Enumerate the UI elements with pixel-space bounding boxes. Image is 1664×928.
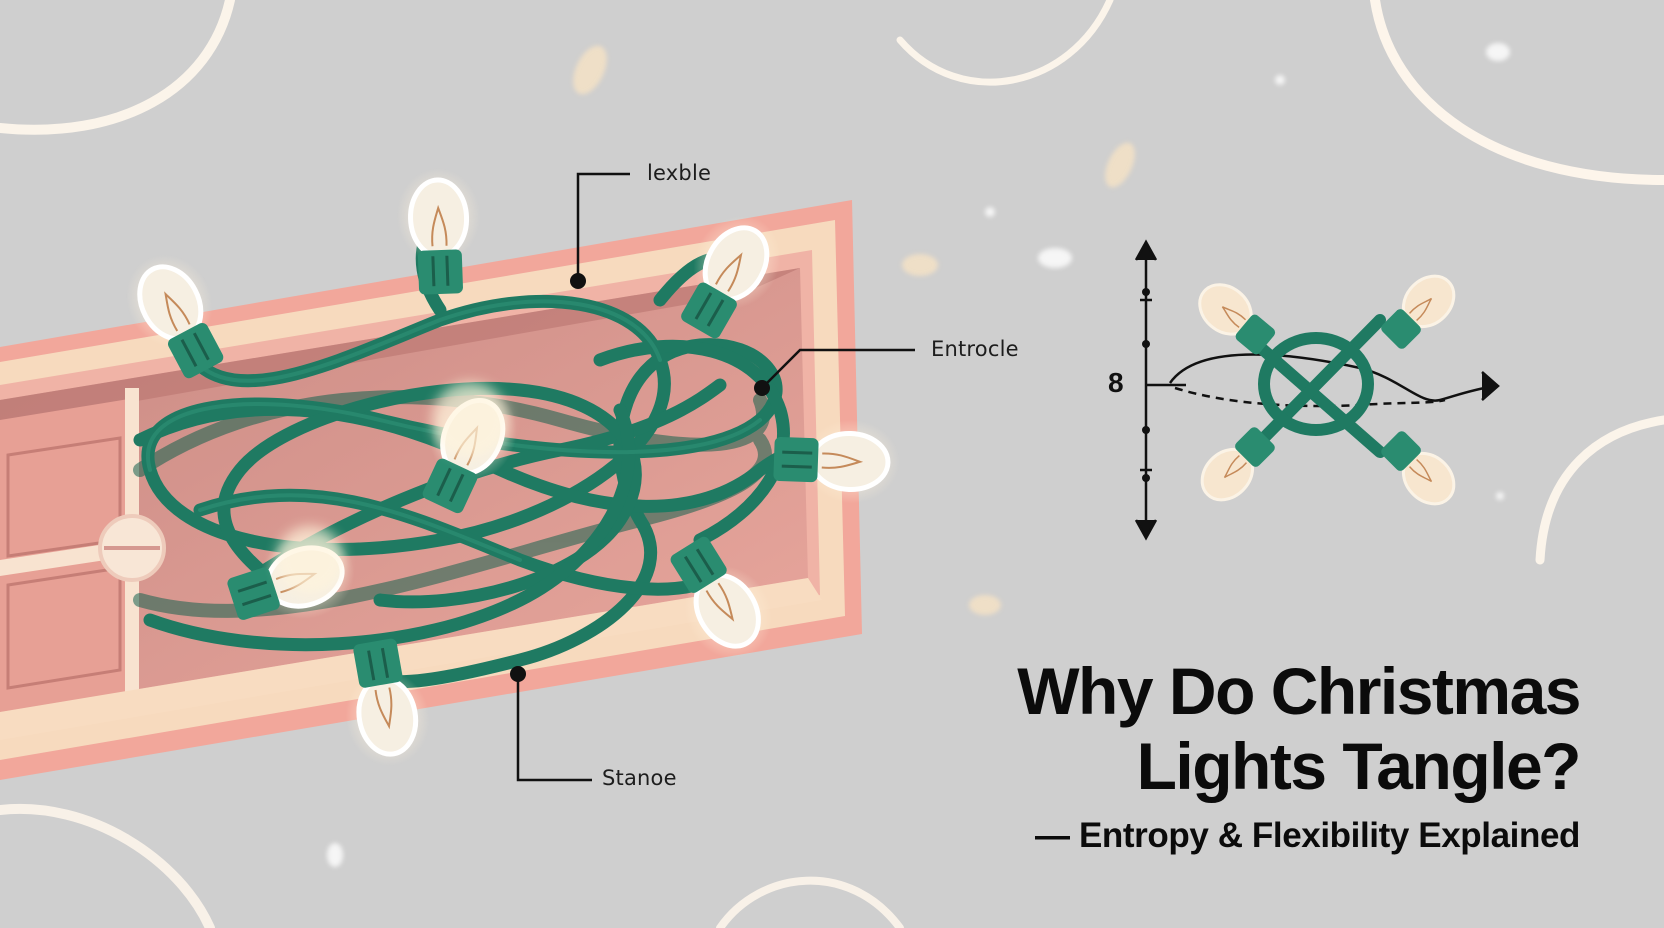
callout-lines	[516, 172, 915, 782]
knot-icon	[1244, 314, 1386, 458]
bulb-glow	[276, 382, 508, 594]
axis-arrow-icon	[1134, 239, 1500, 541]
title-line-2: Lights Tangle?	[1136, 729, 1582, 803]
background-bokeh	[327, 43, 1510, 867]
title-line-1: Why Do Christmas	[1017, 654, 1581, 728]
callout-label-flexible: lexble	[647, 161, 712, 185]
subtitle: — Entropy & Flexibility Explained	[1035, 816, 1580, 855]
axis-label: 8	[1108, 367, 1124, 398]
callout-label-storage: Stanoe	[602, 766, 677, 790]
knot-diagram	[1134, 239, 1500, 541]
callout-label-entropy: Entrocle	[931, 337, 1019, 361]
callout-dots	[510, 273, 770, 682]
